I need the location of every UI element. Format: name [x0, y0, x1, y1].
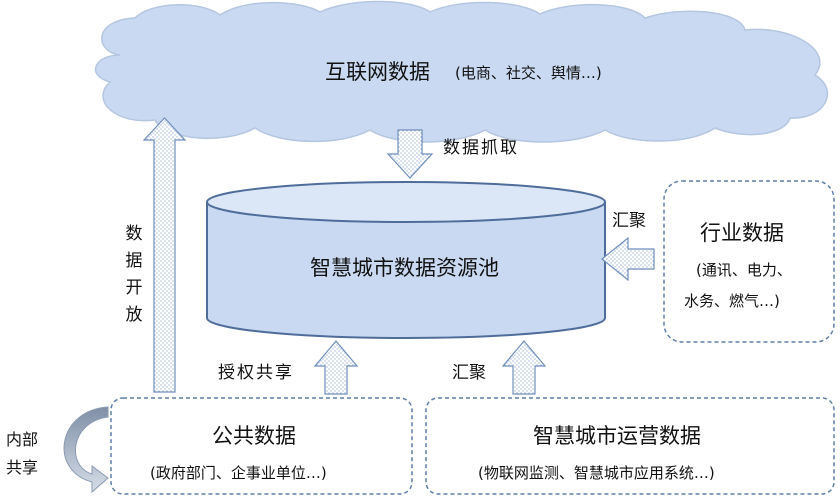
converge-bottom-arrow	[501, 340, 547, 395]
industry-data-box	[663, 180, 835, 343]
industry-detail-line2: 水务、燃气…)	[684, 292, 780, 310]
data-open-arrow	[142, 117, 187, 393]
converge-right-arrow	[601, 236, 655, 282]
operations-data-box	[425, 397, 835, 495]
public-detail: (政府部门、企事业单位…)	[150, 464, 327, 482]
converge-right-label: 汇聚	[612, 211, 646, 231]
internal-share-label: 内部 共享	[6, 430, 39, 477]
internal-share-curve-arrow	[63, 406, 109, 494]
converge-bottom-label: 汇聚	[452, 363, 486, 383]
cloud-detail: (电商、社交、舆情…)	[455, 64, 602, 82]
pool-title: 智慧城市数据资源池	[310, 256, 499, 280]
cloud-title: 互联网数据	[325, 60, 430, 84]
industry-title: 行业数据	[700, 221, 784, 245]
authorize-share-arrow	[313, 340, 359, 395]
authorize-share-label: 授权共享	[218, 363, 294, 383]
operations-title: 智慧城市运营数据	[533, 424, 701, 448]
crawl-label: 数据抓取	[443, 138, 519, 158]
public-title: 公共数据	[212, 424, 296, 448]
operations-detail: (物联网监测、智慧城市应用系统…)	[478, 464, 715, 482]
public-data-box	[110, 397, 413, 495]
crawl-arrow	[386, 129, 434, 179]
data-open-label: 数 据 开 放	[125, 224, 143, 325]
data-pool-cylinder	[206, 181, 606, 339]
internet-data-cloud	[94, 0, 828, 143]
industry-detail-line1: (通讯、电力、	[696, 261, 792, 279]
